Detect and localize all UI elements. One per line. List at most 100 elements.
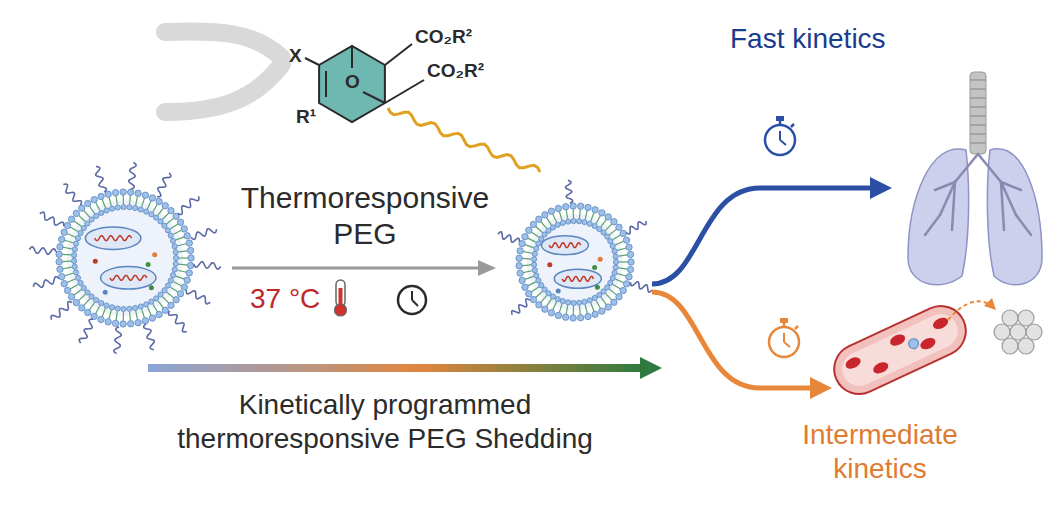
lipid-tail	[546, 217, 551, 225]
mrna-strand	[562, 276, 593, 281]
lipid-tail	[531, 232, 538, 237]
lipid-head	[79, 305, 85, 311]
lipid-head	[536, 278, 541, 283]
lipid-head	[539, 283, 544, 288]
lipid-head	[577, 219, 582, 224]
lipid-head	[78, 280, 83, 285]
trachea	[970, 72, 986, 154]
lipid-head	[526, 290, 532, 296]
peg-strand	[33, 277, 59, 288]
lipid-tail	[63, 267, 72, 269]
lipid-head	[555, 222, 560, 227]
lipid-head	[536, 216, 542, 222]
lipid-tail	[147, 307, 151, 315]
double-bond	[325, 71, 327, 97]
cargo-dot	[556, 289, 561, 294]
stopwatch-icon	[765, 116, 795, 155]
lipid-head	[168, 233, 173, 238]
lipid-nanoparticle	[29, 162, 220, 353]
lipid-head	[68, 294, 74, 300]
lipid-head	[112, 320, 118, 326]
atom-label: X	[289, 45, 302, 68]
lipid-tail	[610, 289, 617, 295]
lipid-tail	[546, 299, 551, 307]
lipid-tail	[522, 264, 531, 266]
vessel-wall	[826, 298, 974, 402]
lipid-tail	[596, 216, 600, 224]
lipid-head	[173, 261, 178, 266]
peg-strand	[194, 262, 221, 269]
clock-hand	[412, 300, 418, 306]
peg-strand	[51, 302, 72, 320]
lipid-head	[555, 312, 561, 318]
trachea-ring	[970, 88, 986, 90]
lipid-head	[627, 251, 633, 257]
lipid-head	[570, 203, 576, 209]
lipid-tail	[619, 255, 628, 256]
lipid-head	[517, 248, 523, 254]
lipid-head	[184, 233, 190, 239]
lipid-head	[173, 250, 178, 255]
lipid-head	[71, 252, 76, 257]
arrow-head	[984, 298, 996, 310]
tumor-cell	[1018, 310, 1034, 326]
cargo-dot	[152, 252, 157, 257]
lipid-head	[73, 210, 79, 216]
temperature-label: 37 °C	[250, 282, 320, 316]
lipid-head	[532, 251, 537, 256]
lipid-head	[612, 270, 617, 275]
lnp-core	[527, 214, 623, 310]
lipid-tail	[525, 245, 534, 248]
lipid-head	[121, 306, 126, 311]
lipid-tail	[79, 295, 86, 301]
lipid-head	[530, 221, 536, 227]
lipid-head	[138, 304, 143, 309]
lipid-tail	[617, 248, 626, 250]
lipid-head	[94, 297, 99, 302]
lipid-tail	[176, 237, 184, 240]
peg-strand	[186, 290, 210, 304]
lipid-head	[168, 302, 174, 308]
lipid-head	[165, 283, 170, 288]
lipid-tail	[158, 301, 163, 308]
peg-strand	[157, 173, 171, 197]
lipid-head	[560, 299, 565, 304]
mrna-strand	[110, 275, 147, 280]
lipid-head	[531, 262, 536, 267]
lipid-tail	[102, 199, 105, 207]
lipid-head	[85, 309, 91, 315]
lipid-head	[592, 311, 598, 317]
lipid-head	[555, 297, 560, 302]
lipid-head	[156, 198, 162, 204]
peg-strand	[96, 166, 107, 192]
lipid-head	[94, 213, 99, 218]
lipid-head	[121, 204, 126, 209]
lipid-head	[149, 299, 154, 304]
lipid-head	[91, 196, 97, 202]
lipid-tail	[173, 282, 181, 286]
lipid-head	[173, 297, 179, 303]
lipid-head	[81, 285, 86, 290]
lipid-head	[522, 284, 528, 290]
lipid-head	[587, 298, 592, 303]
lipid-head	[56, 259, 62, 265]
lipid-tail	[601, 219, 606, 226]
lipid-tail	[579, 306, 581, 315]
cargo-dot	[592, 265, 597, 270]
lipid-head	[620, 230, 626, 236]
lipid-head	[112, 189, 118, 195]
lipid-head	[98, 316, 104, 322]
lipid-head	[536, 302, 542, 308]
lipid-head	[571, 218, 576, 223]
lipid-head	[170, 238, 175, 243]
lipid-head	[582, 220, 587, 225]
lipid-tail	[109, 197, 111, 206]
lipid-head	[115, 306, 120, 311]
red-blood-cell	[871, 360, 890, 376]
peg-strand	[566, 180, 573, 203]
lipid-tail	[601, 297, 606, 304]
lipid-head	[173, 255, 178, 260]
lipid-tail	[523, 251, 532, 253]
lipid-tail	[591, 213, 594, 221]
lipid-tail	[89, 303, 94, 310]
